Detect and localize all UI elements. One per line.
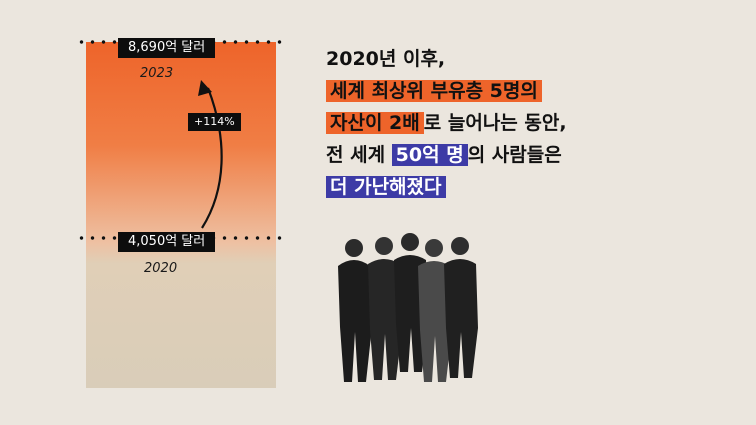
headline-highlight: 자산이 2배 [326,112,424,134]
headline-highlight: 세계 최상위 부유층 5명의 [326,80,542,102]
headline-line-2: 세계 최상위 부유층 5명의 [326,76,567,106]
headline-text: 로 늘어나는 동안, [423,112,567,134]
headline-text: 의 사람들은 [467,144,562,166]
headline-highlight-blue: 50억 명 [391,144,468,166]
headline-highlight-blue: 더 가난해졌다 [326,176,446,198]
wealth-bar [86,42,276,388]
bottom-year-label: 2020 [144,261,178,276]
businessmen-group-image [338,233,478,382]
headline-text: 전 세계 [326,144,392,166]
headline-text: 2020년 이후, [326,48,446,70]
growth-arrow-icon [198,80,223,229]
top-value-label: 8,690억 달러 [118,38,216,58]
top-year-label: 2023 [140,66,174,81]
headline-line-5: 더 가난해졌다 [326,172,567,202]
bottom-value-label: 4,050억 달러 [118,232,216,252]
headline-line-1: 2020년 이후, [326,44,567,74]
growth-badge: +114% [188,113,241,131]
